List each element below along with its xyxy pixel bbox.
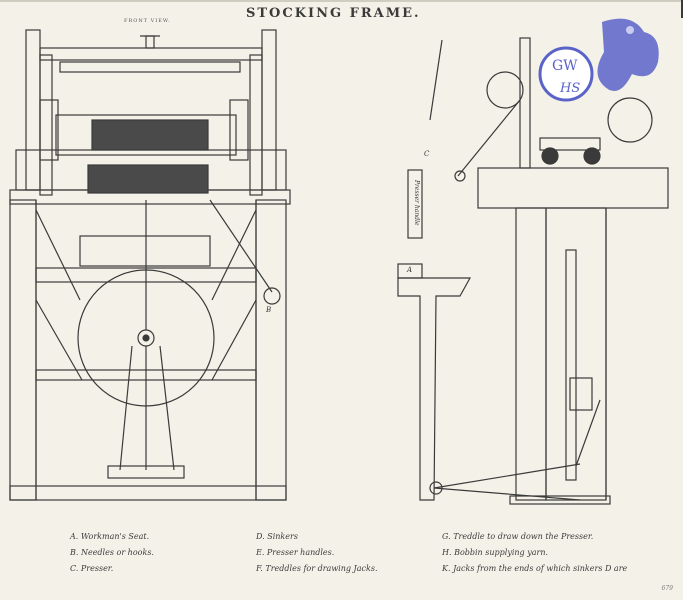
society-logo: GW HS	[538, 18, 659, 102]
plate-title: STOCKING FRAME.	[246, 6, 421, 21]
needle-label-c: C	[424, 150, 430, 158]
plate-number: 679	[661, 585, 673, 592]
legend-col1-a: A. Workman's Seat.	[70, 532, 150, 541]
legend-col2-c: F. Treddles for drawing Jacks.	[256, 564, 378, 573]
legend-col1-b: B. Needles or hooks.	[70, 548, 154, 557]
lion-emblem	[597, 18, 659, 92]
top-edge	[0, 0, 683, 2]
logo-text-top: GW	[552, 58, 578, 74]
legend-col3-c: K. Jacks from the ends of which sinkers …	[442, 564, 628, 573]
front-view-label: FRONT VIEW.	[124, 18, 171, 24]
logo-ring	[538, 46, 594, 102]
corner-mark	[681, 0, 683, 18]
legend-col1-c: C. Presser.	[70, 564, 114, 573]
legend-col2-a: D. Sinkers	[256, 532, 298, 541]
legend-col3-b: H. Bobbin supplying yarn.	[442, 548, 549, 557]
frame-label-b: B	[266, 306, 272, 314]
logo-text-bottom: HS	[559, 81, 580, 96]
legend-col2-b: E. Presser handles.	[256, 548, 335, 557]
legend-col3-a: G. Treddle to draw down the Presser.	[442, 532, 594, 541]
seat-label-a: A	[407, 266, 413, 274]
presser-handle-label: Presser handle	[413, 180, 420, 226]
